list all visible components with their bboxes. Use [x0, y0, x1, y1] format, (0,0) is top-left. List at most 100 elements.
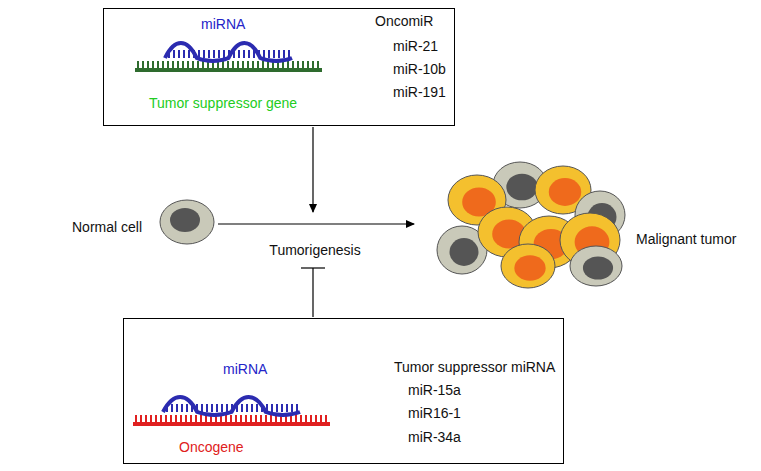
base-tick [312, 61, 314, 70]
strand-label: miRNA [223, 361, 267, 378]
base-tick [233, 50, 235, 58]
cell-nucleus [549, 178, 581, 206]
base-tick [260, 415, 262, 424]
base-tick [315, 415, 317, 424]
base-tick [238, 50, 240, 58]
base-tick [216, 404, 218, 412]
base-tick [256, 404, 258, 412]
base-tick [320, 415, 322, 424]
base-tick [186, 404, 188, 412]
mirna-box: miRNATumor suppressor geneOncomiRmiR-21m… [103, 8, 455, 126]
base-tick [200, 415, 202, 424]
strand-label: Tumor suppressor gene [149, 95, 297, 112]
base-tick [177, 61, 179, 70]
base-tick [248, 50, 250, 58]
base-tick [295, 415, 297, 424]
base-tick [230, 415, 232, 424]
base-tick [202, 61, 204, 70]
base-tick [180, 415, 182, 424]
base-tick [221, 404, 223, 412]
base-tick [223, 50, 225, 58]
tumor-cells [437, 162, 625, 288]
base-tick [147, 61, 149, 70]
base-tick [225, 415, 227, 424]
rna-strands [133, 43, 330, 424]
base-tick [162, 61, 164, 70]
base-tick [218, 50, 220, 58]
base-tick [231, 404, 233, 412]
base-tick [213, 50, 215, 58]
cell-nucleus [450, 238, 479, 266]
base-tick [192, 61, 194, 70]
base-tick [211, 404, 213, 412]
base-tick [241, 404, 243, 412]
base-tick [237, 61, 239, 70]
base-tick [236, 404, 238, 412]
base-tick [276, 404, 278, 412]
normal-cell [160, 200, 214, 244]
base-tick [273, 50, 275, 58]
base-tick [145, 415, 147, 424]
base-tick [135, 415, 137, 424]
inhibit-line [312, 268, 313, 317]
base-tick [262, 61, 264, 70]
mirna-name: miR-15a [408, 382, 461, 399]
base-tick [242, 61, 244, 70]
strand-label: Oncogene [179, 439, 244, 456]
mirna-name: miR-191 [393, 84, 446, 101]
base-tick [305, 415, 307, 424]
base-tick [188, 50, 190, 58]
base-tick [137, 61, 139, 70]
base-tick [167, 61, 169, 70]
base-tick [227, 61, 229, 70]
base-tick [258, 50, 260, 58]
base-tick [307, 61, 309, 70]
base-tick [250, 415, 252, 424]
base-tick [240, 415, 242, 424]
base-tick [150, 415, 152, 424]
base-tick [196, 404, 198, 412]
base-tick [253, 50, 255, 58]
cell-nucleus [514, 255, 545, 281]
base-tick [246, 404, 248, 412]
base-tick [168, 50, 170, 58]
mirna-box: miRNA Oncogene Tumor suppressor miRNA miR-1… [123, 318, 564, 464]
base-tick [300, 415, 302, 424]
base-tick [165, 415, 167, 424]
base-tick [287, 61, 289, 70]
base-tick [278, 50, 280, 58]
base-tick [166, 404, 168, 412]
base-tick [181, 404, 183, 412]
base-tick [252, 61, 254, 70]
base-tick [173, 50, 175, 58]
base-tick [297, 61, 299, 70]
base-tick [142, 61, 144, 70]
base-tick [271, 404, 273, 412]
base-tick [155, 415, 157, 424]
base-tick [286, 404, 288, 412]
base-tick [191, 404, 193, 412]
base-tick [265, 415, 267, 424]
base-tick [198, 50, 200, 58]
base-tick [183, 50, 185, 58]
base-tick [251, 404, 253, 412]
mirna-name: miR-21 [393, 38, 438, 55]
cell-nucleus [583, 256, 613, 279]
base-tick [187, 61, 189, 70]
mirna-name: Tumor suppressor miRNA [394, 359, 555, 376]
base-tick [201, 404, 203, 412]
base-tick [197, 61, 199, 70]
base-tick [263, 50, 265, 58]
base-tick [190, 415, 192, 424]
cell-nucleus [506, 174, 537, 201]
label: Tumorigenesis [269, 242, 360, 259]
base-tick [266, 404, 268, 412]
base-tick [226, 404, 228, 412]
base-tick [270, 415, 272, 424]
mirna-strand [163, 397, 300, 415]
base-tick [140, 415, 142, 424]
label: Malignant tumor [636, 231, 736, 248]
mirna-name: miR-34a [408, 429, 461, 446]
base-tick [185, 415, 187, 424]
base-tick [175, 415, 177, 424]
